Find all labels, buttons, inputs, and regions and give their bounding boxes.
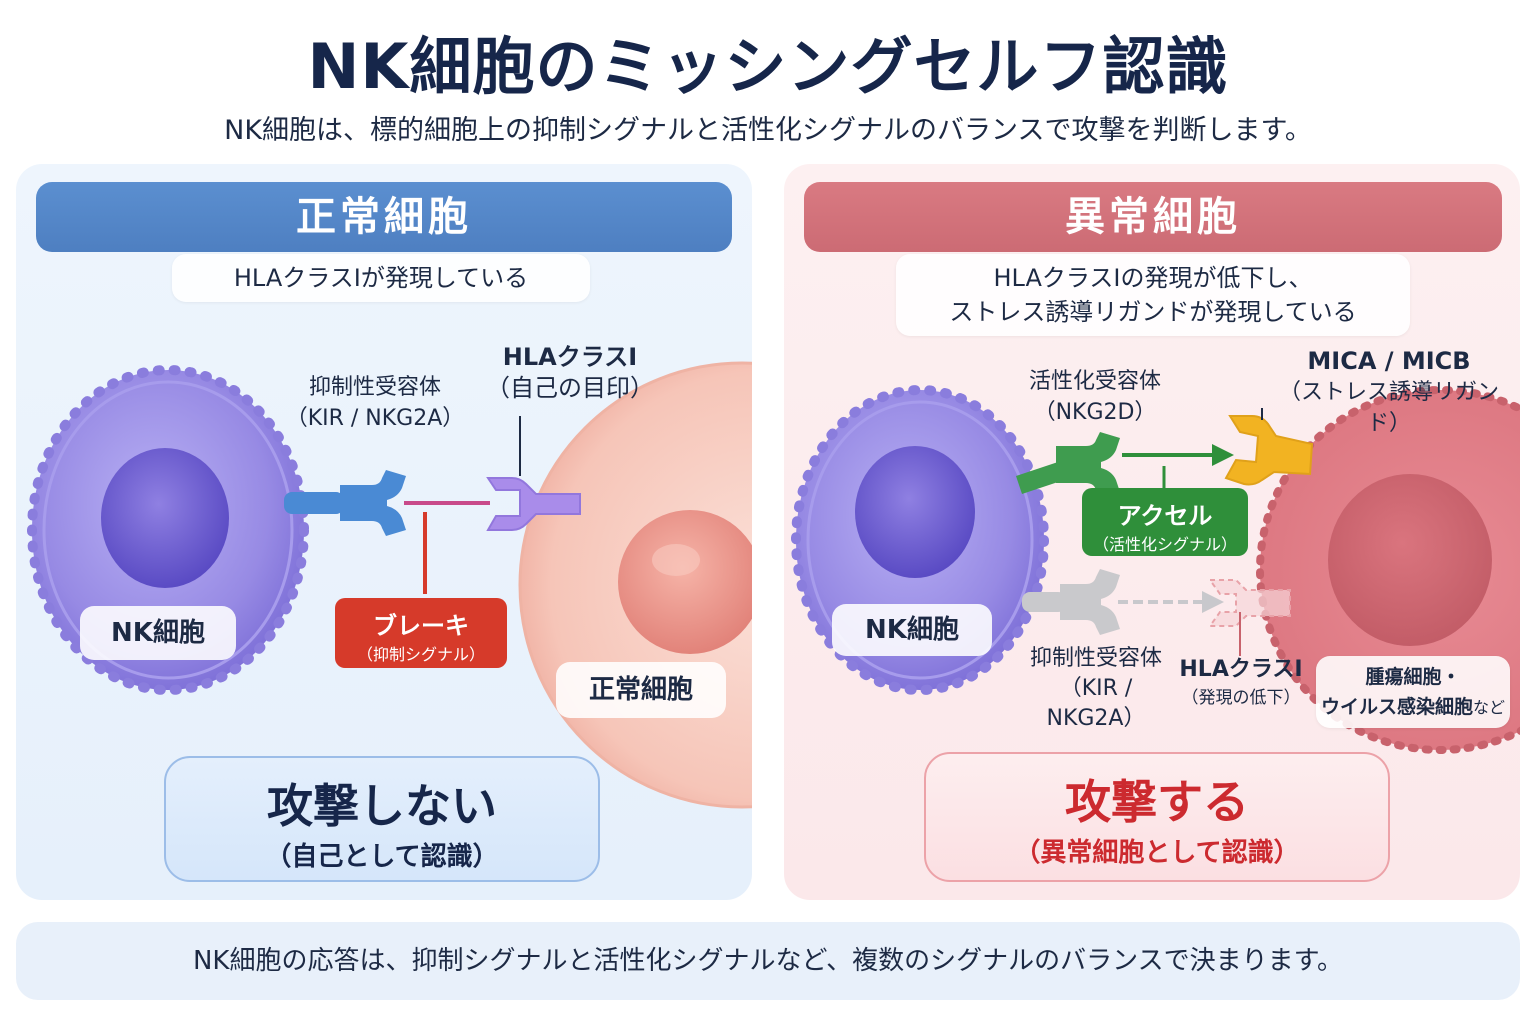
- ligand-sub: （ストレス誘導リガンド）: [1278, 380, 1499, 436]
- ligand-title: MICA / MICB: [1307, 347, 1471, 375]
- page-subtitle: NK細胞は、標的細胞上の抑制シグナルと活性化シグナルのバランスで攻撃を判断します…: [224, 115, 1312, 146]
- brake-badge: ブレーキ （抑制シグナル）: [335, 598, 507, 668]
- tumor-cell-line2: ウイルス感染細胞: [1320, 696, 1473, 718]
- activating-receptor-sub: （NKG2D）: [1033, 400, 1157, 425]
- abnormal-condition-line1: HLAクラスIの発現が低下し、: [993, 264, 1313, 292]
- inhibitory-receptor-title-right: 抑制性受容体: [1029, 646, 1162, 671]
- abnormal-cell-header: 異常細胞: [804, 182, 1502, 252]
- brake-sub: （抑制シグナル）: [356, 645, 485, 664]
- activating-receptor-title: 活性化受容体: [1028, 369, 1161, 394]
- accel-sub: （活性化シグナル）: [1092, 535, 1237, 554]
- hla-label-left: HLAクラスI （自己の目印）: [470, 342, 670, 404]
- footer-note: NK細胞の応答は、抑制シグナルと活性化シグナルなど、複数のシグナルのバランスで決…: [16, 922, 1520, 1000]
- normal-target-label: 正常細胞: [556, 662, 726, 718]
- normal-cell-header: 正常細胞: [36, 182, 732, 252]
- hla-title-right: HLAクラスI: [1179, 657, 1303, 682]
- inhibitory-receptor-label: 抑制性受容体 （KIR / NKG2A）: [262, 372, 488, 434]
- hla-class1-left: [486, 416, 581, 531]
- hla-title-left: HLAクラスI: [502, 343, 638, 371]
- hla-class1-reduced: [1208, 579, 1291, 656]
- tumor-cell-label: 腫瘍細胞・ ウイルス感染細胞など: [1316, 656, 1510, 728]
- page-title: NK細胞のミッシングセルフ認識: [307, 30, 1229, 103]
- attack-title: 攻撃する: [1065, 775, 1249, 829]
- ligand-label: MICA / MICB （ストレス誘導リガンド）: [1270, 346, 1508, 439]
- hla-sub-right: （発現の低下）: [1181, 688, 1301, 708]
- abnormal-condition-pill: HLAクラスIの発現が低下し、 ストレス誘導リガンドが発現している: [896, 254, 1410, 336]
- weak-inhibition-arrow: [1118, 591, 1224, 613]
- no-attack-sub: （自己として認識）: [265, 842, 499, 872]
- attack-sub: （異常細胞として認識）: [1014, 838, 1300, 868]
- activating-receptor-label: 活性化受容体 （NKG2D）: [1002, 366, 1188, 428]
- inhibitory-receptor-left: [284, 470, 406, 536]
- inhibitory-receptor-right: [1022, 569, 1120, 635]
- attack-result: 攻撃する （異常細胞として認識）: [924, 752, 1390, 882]
- abnormal-condition-line2: ストレス誘導リガンドが発現している: [949, 298, 1357, 326]
- no-attack-title: 攻撃しない: [267, 779, 497, 833]
- accel-arrow: [1122, 444, 1234, 466]
- inhibitory-receptor-label-right: 抑制性受容体 （KIR / NKG2A）: [1018, 644, 1174, 734]
- mica-micb-ligand: [1224, 408, 1314, 486]
- nk-cell-label-left: NK細胞: [80, 606, 236, 660]
- inhibitory-receptor-sub: （KIR / NKG2A）: [285, 406, 465, 431]
- tumor-cell-line1: 腫瘍細胞・: [1365, 666, 1461, 688]
- tumor-cell-suffix: など: [1473, 698, 1506, 717]
- accel-title: アクセル: [1117, 502, 1213, 530]
- activating-receptor: [1016, 432, 1120, 498]
- hla-label-right: HLAクラスI （発現の低下）: [1168, 656, 1314, 712]
- nk-cell-label-right: NK細胞: [832, 604, 992, 656]
- normal-condition-pill: HLAクラスIが発現している: [172, 254, 590, 302]
- no-attack-result: 攻撃しない （自己として認識）: [164, 756, 600, 882]
- inhibitory-receptor-sub-right: （KIR / NKG2A）: [1046, 676, 1146, 731]
- accel-badge: アクセル （活性化シグナル）: [1082, 488, 1248, 556]
- inhibitory-receptor-title: 抑制性受容体: [308, 375, 441, 400]
- hla-sub-left: （自己の目印）: [486, 374, 654, 402]
- brake-title: ブレーキ: [373, 612, 469, 640]
